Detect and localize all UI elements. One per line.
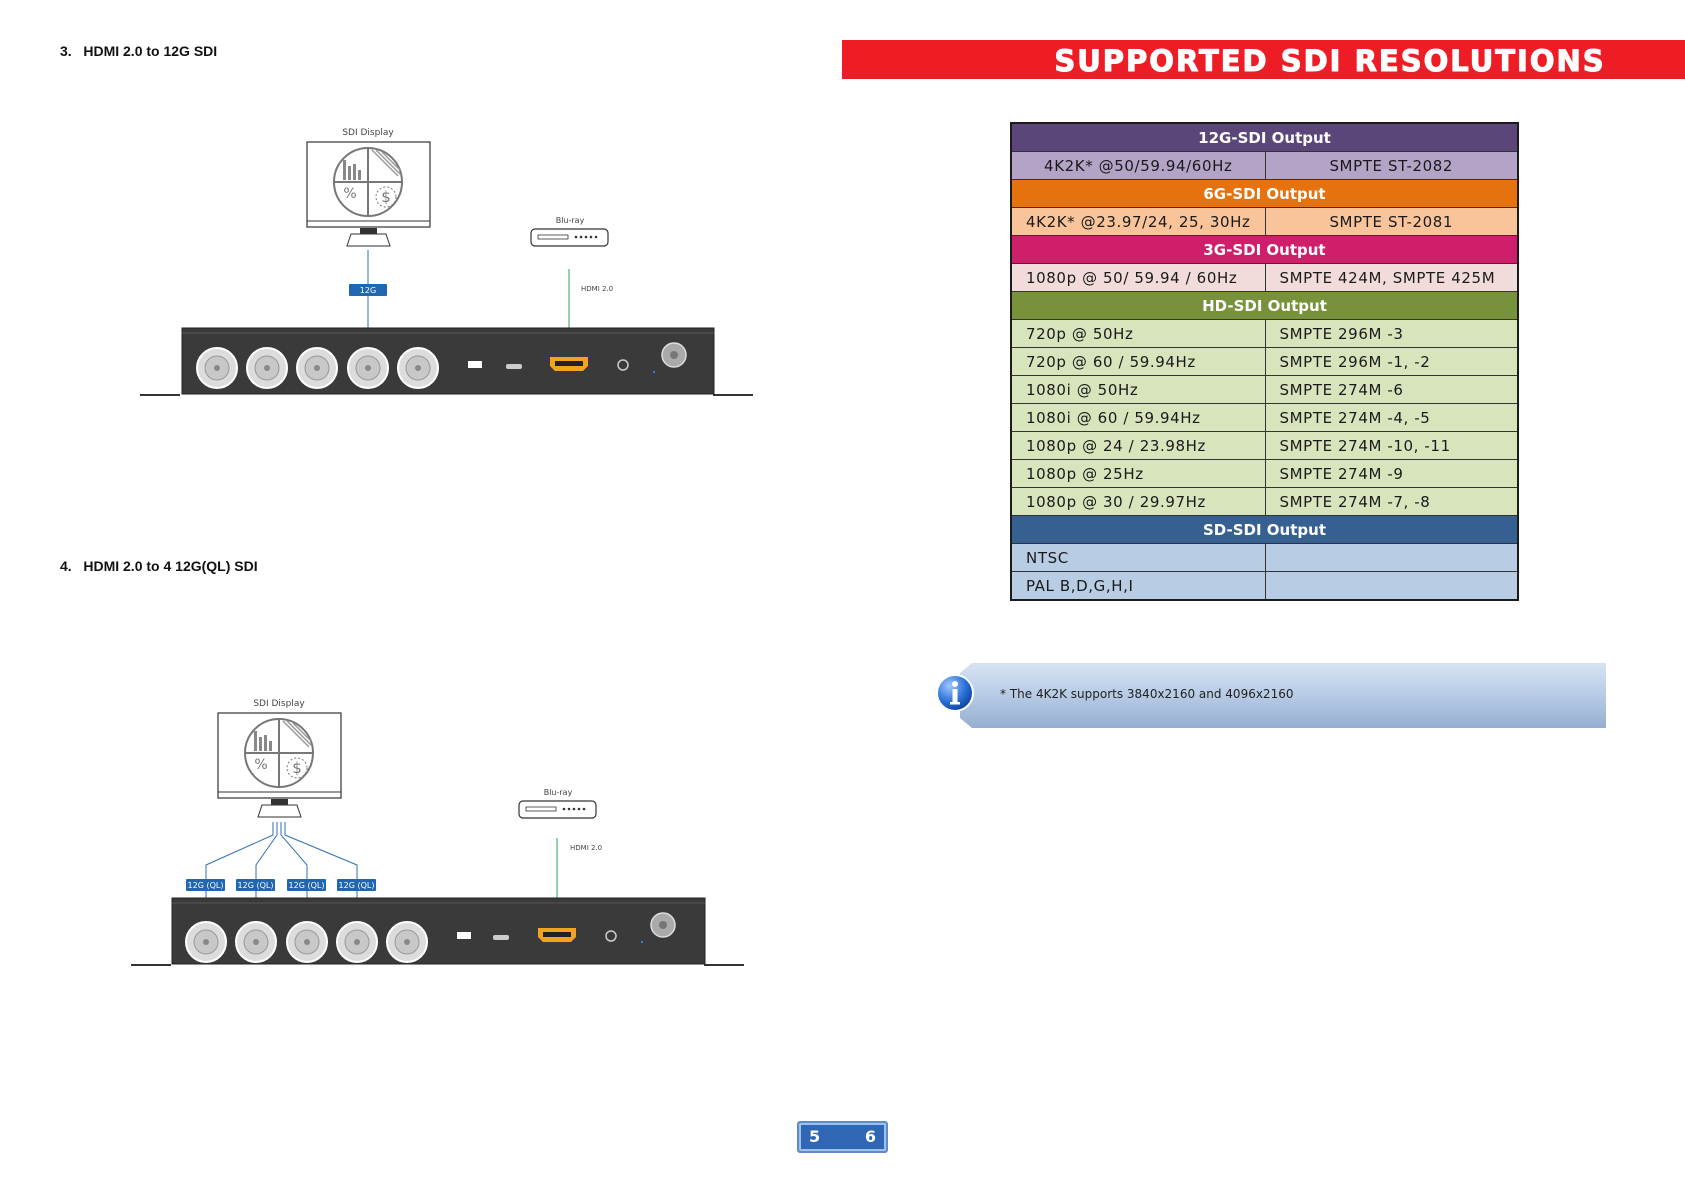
section-4-heading: 4. HDMI 2.0 to 4 12G(QL) SDI	[60, 558, 258, 574]
svg-text:12G (QL): 12G (QL)	[289, 881, 325, 890]
resolution-cell: PAL B,D,G,H,I	[1010, 571, 1266, 601]
sdi-display-label: SDI Display	[342, 128, 394, 138]
resolution-cell: NTSC	[1010, 543, 1266, 572]
standard-cell: SMPTE 274M -4, -5	[1264, 403, 1519, 432]
resolution-cell: 1080p @ 30 / 29.97Hz	[1010, 487, 1266, 516]
sdi-display-label: SDI Display	[253, 699, 305, 709]
hdmi-link-label: HDMI 2.0	[570, 844, 602, 852]
blu-ray-label: Blu-ray	[556, 216, 585, 225]
section-4-number: 4.	[60, 558, 72, 574]
table-group-header: 6G-SDI Output	[1010, 179, 1519, 208]
standard-cell: SMPTE ST-2082	[1264, 151, 1519, 180]
standard-cell	[1264, 543, 1519, 572]
page-number-badge: 5 6	[797, 1121, 888, 1153]
table-row: PAL B,D,G,H,I	[1010, 571, 1519, 601]
note-text: * The 4K2K supports 3840x2160 and 4096x2…	[1000, 687, 1294, 701]
resolution-cell: 4K2K* @50/59.94/60Hz	[1010, 151, 1266, 180]
blu-ray-player-icon	[518, 800, 597, 819]
table-group-header-row: 6G-SDI Output	[1010, 179, 1519, 208]
table-group-header-row: HD-SDI Output	[1010, 291, 1519, 320]
connection-diagram-12g: SDI Display % $ 12G Blu-ray	[140, 124, 760, 404]
svg-text:%: %	[343, 186, 356, 202]
resolution-cell: 1080i @ 60 / 59.94Hz	[1010, 403, 1266, 432]
hdmi-link-label: HDMI 2.0	[581, 285, 613, 293]
section-3-number: 3.	[60, 43, 72, 59]
resolution-cell: 720p @ 50Hz	[1010, 319, 1266, 348]
sdi-display-icon: % $	[217, 712, 342, 818]
standard-cell: SMPTE 296M -1, -2	[1264, 347, 1519, 376]
note-bar	[960, 663, 1606, 728]
resolution-cell: 1080p @ 50/ 59.94 / 60Hz	[1010, 263, 1266, 292]
table-group-header-row: 3G-SDI Output	[1010, 235, 1519, 264]
svg-text:12G (QL): 12G (QL)	[188, 881, 224, 890]
resolution-cell: 720p @ 60 / 59.94Hz	[1010, 347, 1266, 376]
power-connector-icon	[661, 342, 687, 368]
12g-badge: 12G	[349, 284, 387, 296]
resolution-cell: 1080p @ 25Hz	[1010, 459, 1266, 488]
sdi-output-connectors	[196, 347, 439, 389]
table-group-header: 12G-SDI Output	[1010, 122, 1519, 152]
table-group-header: SD-SDI Output	[1010, 515, 1519, 544]
table-group-header: HD-SDI Output	[1010, 291, 1519, 320]
section-3-heading: 3. HDMI 2.0 to 12G SDI	[60, 43, 217, 59]
standard-cell: SMPTE ST-2081	[1264, 207, 1519, 236]
section-3-title: HDMI 2.0 to 12G SDI	[83, 43, 218, 59]
standard-cell: SMPTE 274M -9	[1264, 459, 1519, 488]
standard-cell: SMPTE 274M -6	[1264, 375, 1519, 404]
standard-cell	[1264, 571, 1519, 601]
standard-cell: SMPTE 274M -10, -11	[1264, 431, 1519, 460]
svg-text:$: $	[381, 188, 391, 206]
table-group-header: 3G-SDI Output	[1010, 235, 1519, 264]
table-row: NTSC	[1010, 543, 1519, 572]
blu-ray-player-icon	[530, 228, 609, 247]
standard-cell: SMPTE 296M -3	[1264, 319, 1519, 348]
blu-ray-label: Blu-ray	[544, 788, 573, 797]
table-group-header-row: SD-SDI Output	[1010, 515, 1519, 544]
hdmi-port-icon	[538, 928, 576, 942]
power-connector-icon	[650, 912, 676, 938]
table-group-header-row: 12G-SDI Output	[1010, 122, 1519, 152]
svg-text:12G (QL): 12G (QL)	[339, 881, 375, 890]
svg-text:$: $	[292, 759, 302, 777]
title-banner	[842, 40, 1685, 79]
standard-cell: SMPTE 274M -7, -8	[1264, 487, 1519, 516]
page-title: SUPPORTED SDI RESOLUTIONS	[1054, 44, 1606, 79]
section-4-title: HDMI 2.0 to 4 12G(QL) SDI	[83, 558, 258, 574]
resolution-cell: 1080p @ 24 / 23.98Hz	[1010, 431, 1266, 460]
page-number-left: 5	[809, 1127, 821, 1146]
info-icon	[936, 674, 974, 712]
resolution-cell: 1080i @ 50Hz	[1010, 375, 1266, 404]
sdi-display-icon: % $	[306, 141, 431, 247]
svg-text:12G (QL): 12G (QL)	[238, 881, 274, 890]
sdi-output-connectors	[185, 921, 428, 963]
page-number-right: 6	[864, 1127, 876, 1146]
standard-cell: SMPTE 424M, SMPTE 425M	[1264, 263, 1519, 292]
12g-ql-badges: 12G (QL) 12G (QL) 12G (QL) 12G (QL)	[186, 879, 376, 891]
svg-text:%: %	[254, 757, 267, 773]
hdmi-port-icon	[550, 357, 588, 371]
connection-diagram-12g-ql: SDI Display % $ 12G (QL) 12G (QL)	[130, 695, 760, 975]
resolution-cell: 4K2K* @23.97/24, 25, 30Hz	[1010, 207, 1266, 236]
svg-text:12G: 12G	[360, 286, 376, 295]
